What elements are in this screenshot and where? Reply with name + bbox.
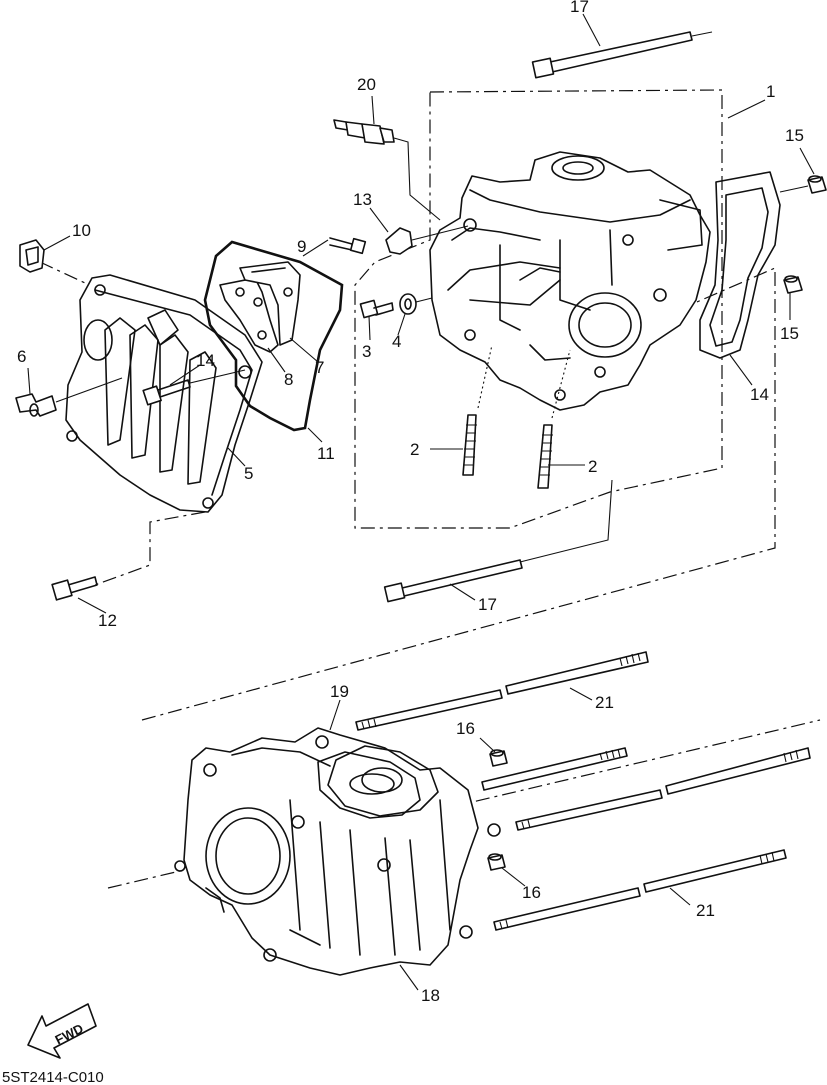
callout-15-upper: 15 [785,126,804,145]
spark-plug-20 [333,119,441,221]
callout-7: 7 [315,358,324,377]
diagram-code: 5ST2414-C010 [2,1069,104,1085]
callout-19: 19 [330,682,349,701]
callout-8: 8 [284,370,293,389]
forward-arrow-icon: FWD [27,1003,97,1059]
dowel-pin-16-lower [487,853,506,871]
alignment-line-upper [141,267,776,721]
bolt-17-upper [531,31,713,79]
callout-14-gasket: 14 [750,385,769,404]
cylinder-head-cover-5 [65,274,263,513]
dowel-pin-15-lower [783,275,803,294]
callout-21-upper: 21 [595,693,614,712]
fitting-6 [15,377,123,417]
stud-bolt-21-b [481,747,628,791]
cylinder-18 [174,727,501,976]
callout-16-upper: 16 [456,719,475,738]
callout-15-lower: 15 [780,324,799,343]
callout-4: 4 [392,332,401,351]
bolt-12 [51,576,98,601]
callout-3: 3 [362,342,371,361]
bolt-3 [359,299,394,319]
callout-9: 9 [297,237,306,256]
callout-17-upper: 17 [570,0,589,16]
callout-21-lower: 21 [696,901,715,920]
callout-2-right: 2 [588,457,597,476]
stud-2-right [537,349,571,489]
callout-labels: 17 20 1 15 13 10 9 15 3 4 6 14 8 7 14 11… [17,0,804,1005]
callout-16-lower: 16 [522,883,541,902]
callout-6: 6 [17,347,26,366]
callout-18: 18 [421,986,440,1005]
leader-lines [27,13,815,991]
callout-13: 13 [353,190,372,209]
stud-bolt-21-a [355,651,649,731]
stud-bolt-21-c [515,747,811,831]
bolt-9 [329,237,367,255]
callout-11: 11 [317,444,335,463]
bracket-7 [239,261,301,346]
stud-bolt-21-d [493,849,787,931]
plug-13 [385,225,469,255]
head-cover-gasket-14-right [699,171,781,359]
plate-8 [219,277,279,353]
gasket-19 [327,745,439,817]
gasket-11 [203,240,344,432]
dowel-pin-15-upper [779,175,827,194]
callout-12: 12 [98,611,117,630]
callout-5: 5 [244,464,253,483]
callout-10: 10 [72,221,91,240]
alignment-line-bolt12 [94,511,206,586]
cylinder-head-1 [429,151,711,411]
breather-10 [19,239,45,273]
callout-17-lower: 17 [478,595,497,614]
callout-20: 20 [357,75,376,94]
callout-1: 1 [766,82,775,101]
washer-4 [399,293,433,315]
dowel-pin-16-upper [489,749,508,767]
bolt-17-lower [383,479,613,603]
callout-14-cover: 14 [196,351,215,370]
stud-2-left [462,344,493,476]
callout-2-left: 2 [410,440,419,459]
